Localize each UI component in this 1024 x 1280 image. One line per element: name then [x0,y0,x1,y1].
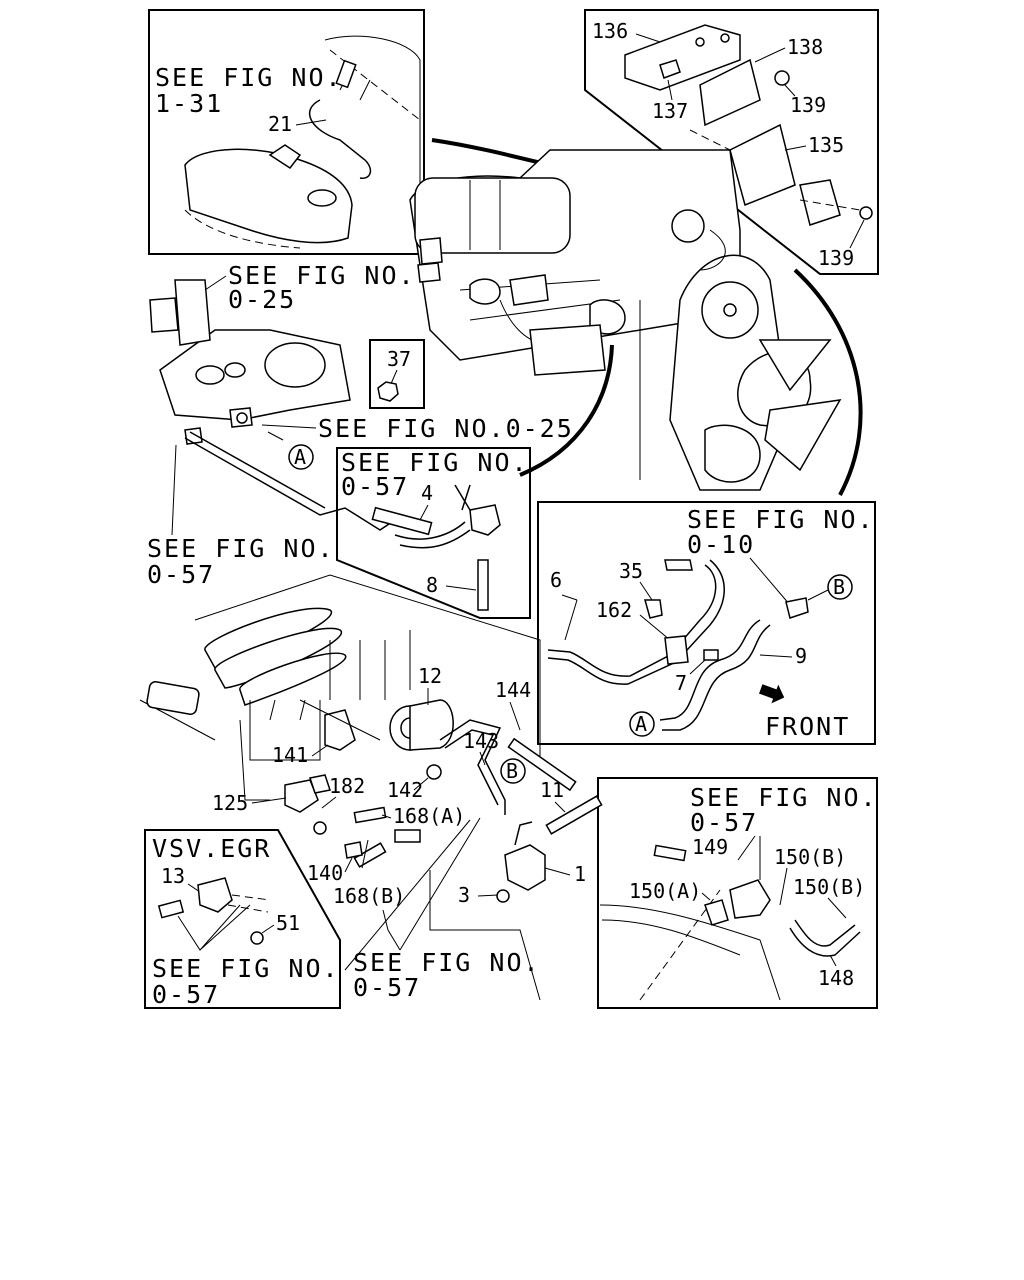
see-fig-0-57-inset-number: 0-57 [341,472,409,501]
inset-box-top-right [584,9,879,275]
marker-b-lower: B [506,759,518,783]
part-135-label: 135 [808,133,844,157]
part-35-label: 35 [619,559,643,583]
inset-box-right [597,777,878,1009]
hose-148 [794,919,856,947]
clip-35 [644,599,663,619]
see-fig-0-25-inline: SEE FIG NO.0-25 [318,414,574,443]
part-4-label: 4 [421,481,433,505]
ecu-bracket-drawing [624,24,873,226]
part-142-label: 142 [387,778,423,802]
vsv-egr-title: VSV.EGR [152,834,271,863]
part-8-label: 8 [426,573,438,597]
front-arrow-icon [759,684,785,704]
vsv-egr-valve [197,877,233,913]
marker-a-circle-lower [629,711,655,737]
part-125-label: 125 [212,791,248,815]
engine-drawing [409,149,842,491]
bolt-51 [250,931,264,945]
engine-arc-right [793,268,863,496]
bolt-7 [703,649,719,661]
see-fig-0-57-center-number: 0-57 [353,973,421,1002]
part-140-label: 140 [307,861,343,885]
hose-9 [662,624,771,731]
part-168b-label: 168(B) [333,884,405,908]
part-9-label: 9 [795,644,807,668]
part-182-label: 182 [329,774,365,798]
bolt-3 [496,889,510,903]
cylinder-head-drawing [139,574,541,761]
see-fig-0-57-right-label: SEE FIG NO. [690,783,878,812]
inset-box-0-57 [336,447,531,619]
part-168a-label: 168(A) [393,804,465,828]
part-143-label: 143 [463,729,499,753]
marker-a-circle-upper [288,444,314,470]
part-162-label: 162 [596,598,632,622]
inset-box-37 [369,339,425,409]
marker-a-upper: A [294,445,306,469]
inset-box-0-10 [537,501,876,745]
part-137-label: 137 [652,99,688,123]
part-139-label-lower: 139 [818,246,854,270]
part-6-label: 6 [550,568,562,592]
part-11-label: 11 [540,778,564,802]
see-fig-0-57-left-number: 0-57 [147,560,215,589]
part-150b-label-lower: 150(B) [793,875,865,899]
see-fig-0-57-vsv-label: SEE FIG NO. [152,954,340,983]
see-fig-1-31-number: 1-31 [155,89,223,118]
inset-box-vsv-egr [144,829,341,1009]
exhaust-manifold-drawing [149,279,351,445]
see-fig-0-25-top-label: SEE FIG NO. [228,261,416,290]
see-fig-0-57-inset-label: SEE FIG NO. [341,448,529,477]
see-fig-0-57-vsv-number: 0-57 [152,980,220,1009]
marker-b-upper: B [833,575,845,599]
bracket-162 [664,635,689,665]
part-12-label: 12 [418,664,442,688]
part-13-label: 13 [161,864,185,888]
connector-0-10 [785,597,809,619]
part-7-label: 7 [675,671,687,695]
pipe-8 [477,559,489,611]
marker-b-circle-upper [827,574,853,600]
part-150a-label: 150(A) [629,879,701,903]
hose-11 [545,795,603,835]
engine-arc-mid [519,344,614,477]
hose-149 [653,844,687,862]
part-149-label: 149 [692,835,728,859]
see-fig-0-57-right-number: 0-57 [690,808,758,837]
part-51-label: 51 [276,911,300,935]
part-139-label-upper: 139 [790,93,826,117]
vsv-right [729,879,771,919]
part-138-label: 138 [787,35,823,59]
see-fig-0-10-label: SEE FIG NO. [687,505,875,534]
inset-box-top-left [148,9,425,255]
marker-b-circle-lower [500,758,526,784]
marker-a-lower: A [635,712,647,736]
air-duct-drawing [184,35,421,249]
hose-4 [371,506,433,536]
see-fig-0-57-center-label: SEE FIG NO. [353,948,541,977]
vsv-valve-inset [469,504,501,536]
part-21-label: 21 [268,112,292,136]
part-144-label: 144 [495,678,531,702]
see-fig-0-10-number: 0-10 [687,530,755,559]
part-1-label: 1 [574,862,586,886]
front-label: FRONT [765,712,850,741]
part-3-label: 3 [458,883,470,907]
see-fig-1-31-label: SEE FIG NO. [155,63,343,92]
part-136-label: 136 [592,19,628,43]
pipe-a [184,437,396,531]
egr-valve-drawing [239,699,577,868]
vsv-1 [504,844,546,891]
nut-37-icon [377,381,399,402]
part-148-label: 148 [818,966,854,990]
part-141-label: 141 [272,743,308,767]
part-150b-label-upper: 150(B) [774,845,846,869]
pipe-6 [547,564,717,677]
see-fig-0-25-top-number: 0-25 [228,285,296,314]
part-37-label: 37 [387,347,411,371]
see-fig-0-57-left-label: SEE FIG NO. [147,534,335,563]
